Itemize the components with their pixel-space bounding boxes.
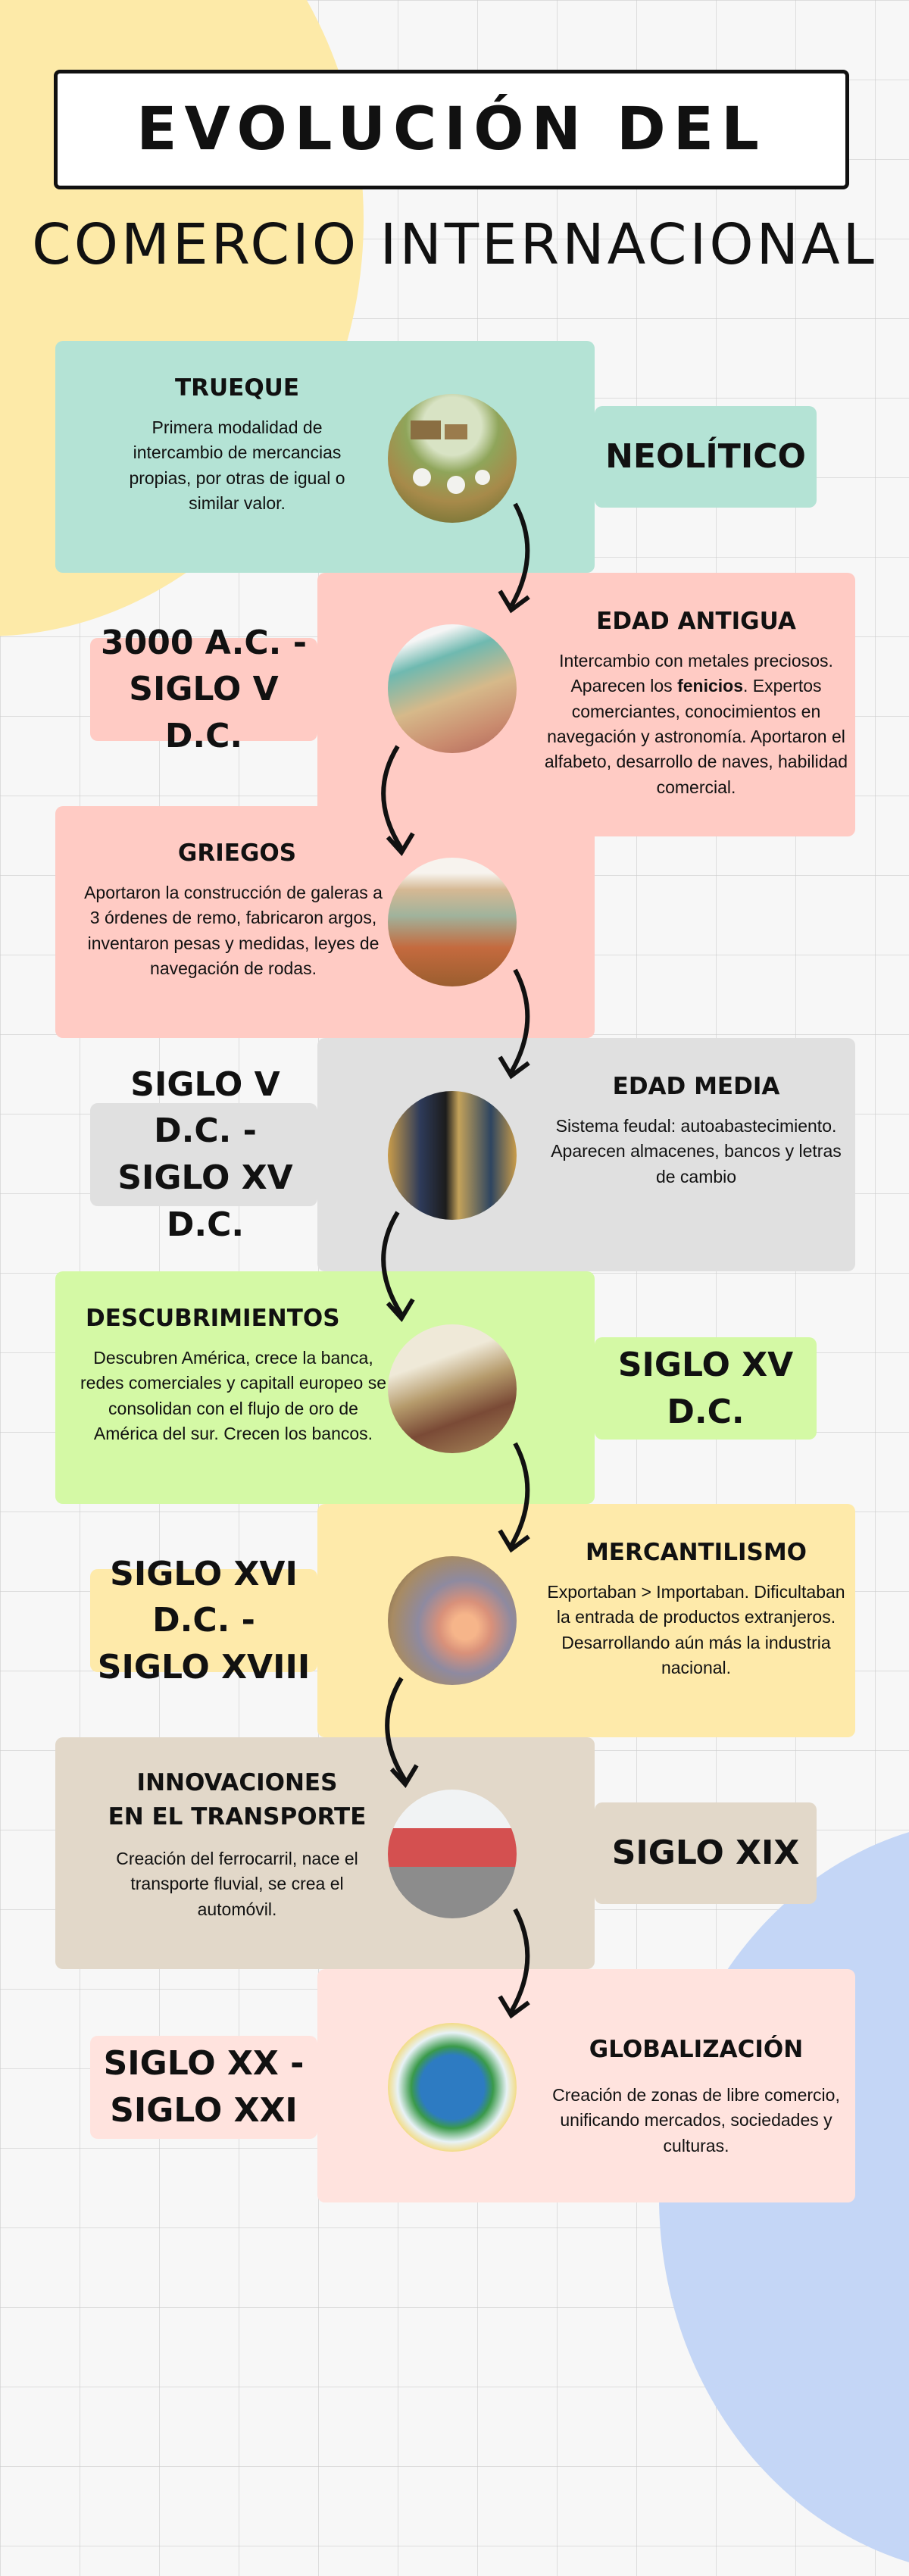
neolithic-image (388, 394, 517, 523)
period-label: SIGLO XVI D.C. - (110, 1554, 298, 1640)
period-label: SIGLO XVIII (97, 1647, 311, 1687)
card-globalizacion: GLOBALIZACIÓN Creación de zonas de libre… (317, 1969, 855, 2202)
curved-arrow-icon (381, 745, 415, 857)
card-description: Sistema feudal: autoabastecimiento. Apar… (551, 1116, 842, 1186)
desc-bold: fenicios (677, 676, 743, 696)
curved-arrow-icon (498, 1908, 530, 2019)
period-label: SIGLO XV D.C. (617, 1345, 794, 1431)
card-title: DESCUBRIMIENTOS (86, 1305, 340, 1332)
card-title: GLOBALIZACIÓN (589, 2036, 804, 2063)
curved-arrow-icon (385, 1677, 419, 1789)
card-title: GRIEGOS (177, 839, 297, 867)
curved-arrow-icon (381, 1211, 415, 1323)
period-label: SIGLO XXI (110, 2091, 298, 2130)
period-tab-media: SIGLO V D.C. - SIGLO XV D.C. (90, 1065, 317, 1244)
card-description: Creación del ferrocarril, nace el transp… (116, 1849, 358, 1919)
period-label: SIGLO XV D.C. (117, 1158, 293, 1244)
card-title: MERCANTILISMO (585, 1539, 807, 1566)
card-description: Primera modalidad de intercambio de merc… (129, 417, 345, 514)
card-description: Descubren América, crece la banca, redes… (80, 1348, 386, 1444)
card-title: EDAD ANTIGUA (596, 608, 796, 635)
seaport-image (388, 1556, 517, 1685)
phoenician-image (388, 624, 517, 753)
period-tab-mercantilismo: SIGLO XVI D.C. - SIGLO XVIII (90, 1555, 317, 1687)
medieval-image (388, 1091, 517, 1220)
card-title-line: EN EL TRANSPORTE (108, 1802, 367, 1830)
desc-text: . Expertos comerciantes, conocimientos e… (544, 676, 848, 797)
card-description: Aportaron la construcción de galeras a 3… (84, 883, 383, 979)
globe-image (388, 2023, 517, 2152)
curved-arrow-icon (498, 1442, 530, 1553)
period-label: SIGLO V D.C. - (130, 1064, 280, 1151)
card-description: Creación de zonas de libre comercio, uni… (552, 2085, 840, 2156)
period-label: NEOLÍTICO (605, 437, 806, 477)
period-tab-globalizacion: SIGLO XX - SIGLO XXI (90, 2036, 317, 2139)
greek-image (388, 858, 517, 986)
curved-arrow-icon (498, 502, 530, 614)
page-title: EVOLUCIÓN DEL (136, 95, 767, 164)
card-title: INNOVACIONES EN EL TRANSPORTE (86, 1766, 389, 1834)
period-label: SIGLO XIX (611, 1834, 800, 1873)
desc-text: Intercambio con metales preciosos. Apare… (559, 651, 833, 696)
page-subtitle: COMERCIO INTERNACIONAL (32, 212, 877, 277)
curved-arrow-icon (498, 968, 530, 1080)
card-title: EDAD MEDIA (612, 1073, 780, 1100)
period-label: 3000 A.C. - (101, 623, 307, 662)
period-label: SIGLO XX - (103, 2044, 305, 2084)
card-description: Intercambio con metales preciosos. Apare… (533, 649, 859, 800)
railway-image (388, 1790, 517, 1918)
card-description: Exportaban > Importaban. Dificultaban la… (547, 1582, 845, 1678)
card-title-line: INNOVACIONES (136, 1769, 338, 1796)
card-descubrimientos: DESCUBRIMIENTOS Descubren América, crece… (55, 1271, 595, 1504)
period-tab-antigua: 3000 A.C. - SIGLO V D.C. (90, 624, 317, 755)
period-tab-innovaciones: SIGLO XIX (595, 1802, 817, 1904)
period-label: SIGLO V D.C. (129, 670, 279, 755)
period-tab-neolitico: NEOLÍTICO (595, 406, 817, 508)
period-tab-descubrimientos: SIGLO XV D.C. (595, 1337, 817, 1440)
title-box: EVOLUCIÓN DEL (54, 70, 849, 189)
discovery-image (388, 1324, 517, 1453)
card-title: TRUEQUE (174, 374, 300, 402)
